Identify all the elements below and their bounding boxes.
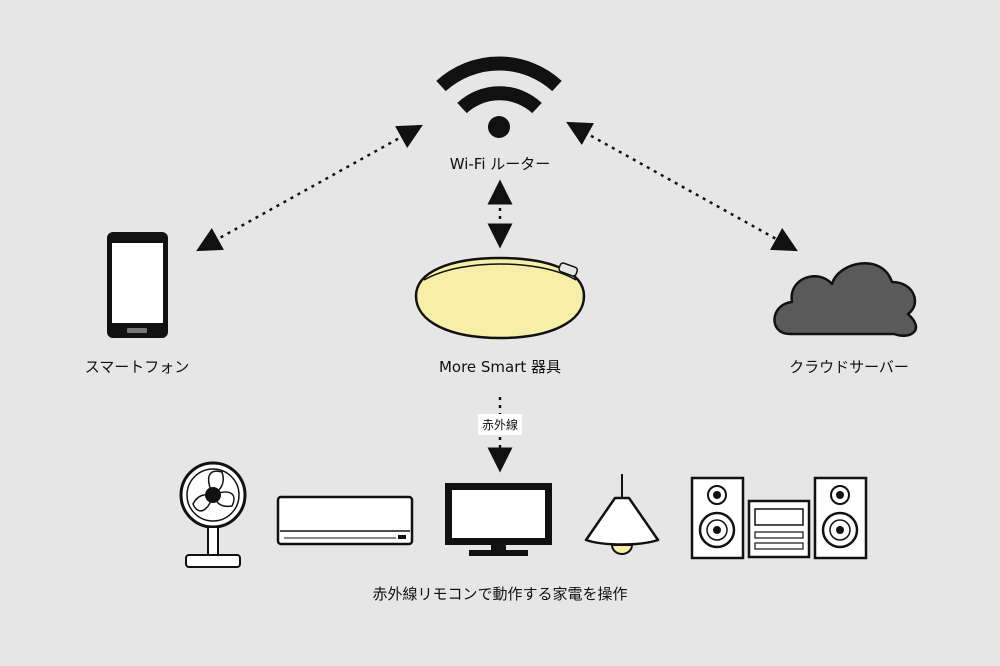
appliances-caption: 赤外線リモコンで動作する家電を操作	[372, 585, 628, 603]
cloud-icon	[773, 262, 917, 337]
television-icon	[445, 483, 552, 556]
cloud-label: クラウドサーバー	[789, 358, 909, 376]
stereo-system-icon	[690, 476, 868, 560]
infrared-label: 赤外線	[477, 414, 523, 435]
smartphone-icon	[107, 232, 168, 338]
wifi-icon	[436, 56, 562, 138]
link-router-smartphone	[196, 124, 423, 252]
fan-icon	[179, 461, 247, 568]
smartphone-label: スマートフォン	[84, 358, 190, 376]
device-label: More Smart 器具	[438, 358, 562, 376]
ceiling-light-icon	[414, 256, 586, 340]
router-label: Wi-Fi ルーター	[449, 155, 551, 173]
air-conditioner-icon	[276, 495, 414, 546]
link-router-cloud	[566, 121, 798, 252]
pendant-lamp-icon	[584, 474, 660, 555]
